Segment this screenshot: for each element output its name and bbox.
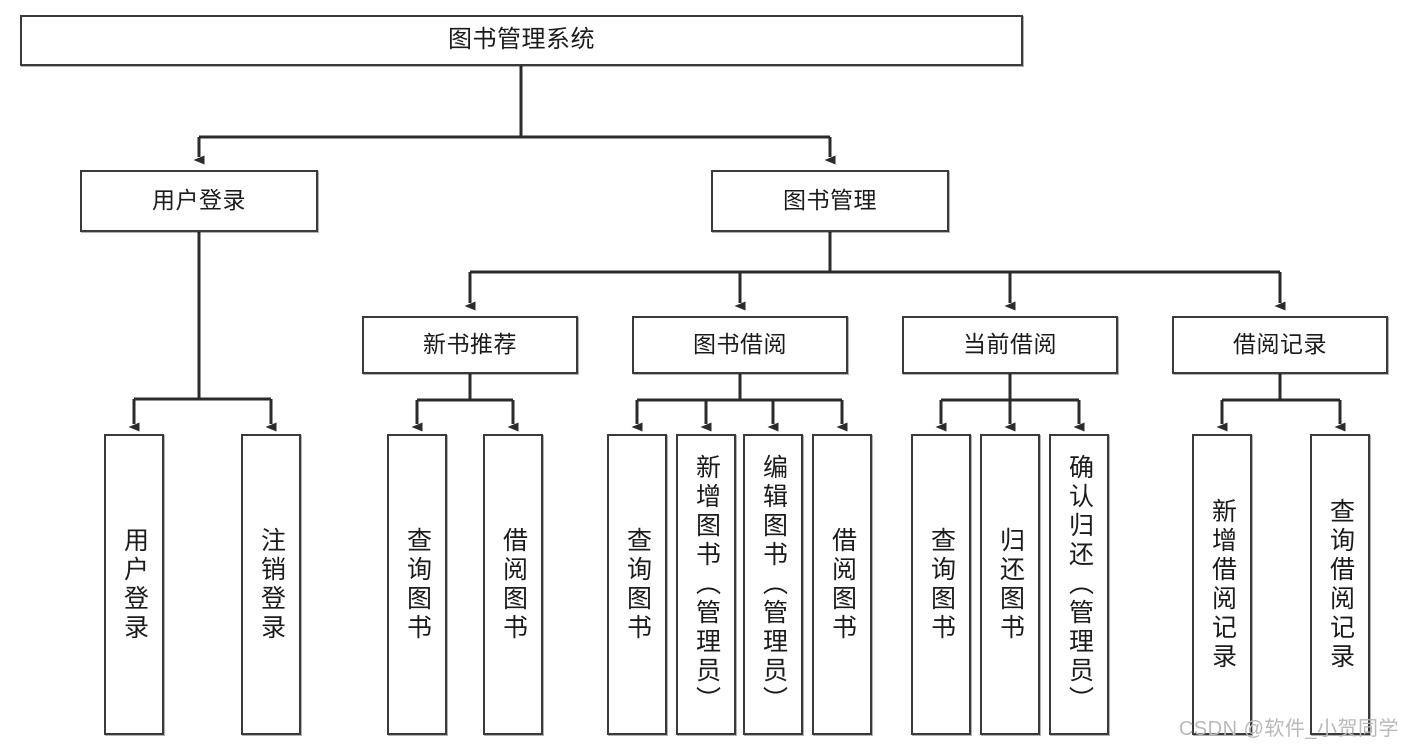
node-label: 用户登录	[152, 187, 246, 214]
node-leaf-query-book-1[interactable]: 查询图书	[387, 434, 447, 735]
node-leaf-borrow-book-2[interactable]: 借阅图书	[812, 434, 872, 735]
node-label: 用户登录	[120, 526, 149, 643]
node-leaf-add-book-admin[interactable]: 新增图书（管理员）	[676, 434, 736, 735]
node-leaf-return-book[interactable]: 归还图书	[980, 434, 1040, 735]
node-leaf-edit-book-admin[interactable]: 编辑图书（管理员）	[743, 434, 803, 735]
node-leaf-add-borrow-record[interactable]: 新增借阅记录	[1192, 434, 1252, 735]
node-label: 新增借阅记录	[1208, 497, 1237, 672]
node-book-management[interactable]: 图书管理	[711, 170, 949, 232]
node-leaf-query-book-2[interactable]: 查询图书	[607, 434, 667, 735]
node-label: 图书管理	[783, 187, 877, 214]
node-leaf-confirm-return-admin[interactable]: 确认归还（管理员）	[1049, 434, 1109, 735]
node-label: 借阅图书	[499, 526, 528, 643]
node-label: 查询图书	[927, 526, 956, 643]
node-label: 查询图书	[403, 526, 432, 643]
node-label: 查询借阅记录	[1326, 497, 1355, 672]
watermark-text: CSDN @软件_小贺同学	[1178, 718, 1399, 740]
node-label: 借阅记录	[1233, 331, 1327, 358]
node-user-login[interactable]: 用户登录	[80, 170, 318, 232]
node-borrow-record[interactable]: 借阅记录	[1172, 316, 1388, 374]
node-label: 注销登录	[257, 526, 286, 643]
node-label: 确认归还（管理员）	[1065, 454, 1094, 715]
node-new-book-recommend[interactable]: 新书推荐	[362, 316, 578, 374]
node-leaf-query-borrow-record[interactable]: 查询借阅记录	[1310, 434, 1370, 735]
node-leaf-logout-login[interactable]: 注销登录	[241, 434, 301, 735]
node-leaf-user-login[interactable]: 用户登录	[104, 434, 164, 735]
node-label: 图书借阅	[693, 331, 787, 358]
node-leaf-borrow-book-1[interactable]: 借阅图书	[483, 434, 543, 735]
node-book-borrow[interactable]: 图书借阅	[632, 316, 848, 374]
node-leaf-query-book-3[interactable]: 查询图书	[911, 434, 971, 735]
node-label: 新增图书（管理员）	[692, 454, 721, 715]
node-current-borrow[interactable]: 当前借阅	[902, 316, 1118, 374]
node-label: 编辑图书（管理员）	[759, 454, 788, 715]
node-label: 查询图书	[623, 526, 652, 643]
node-label: 图书管理系统	[448, 26, 595, 54]
node-label: 新书推荐	[423, 331, 517, 358]
node-label: 当前借阅	[963, 331, 1057, 358]
node-root-system[interactable]: 图书管理系统	[20, 15, 1023, 66]
node-label: 归还图书	[996, 526, 1025, 643]
node-label: 借阅图书	[828, 526, 857, 643]
